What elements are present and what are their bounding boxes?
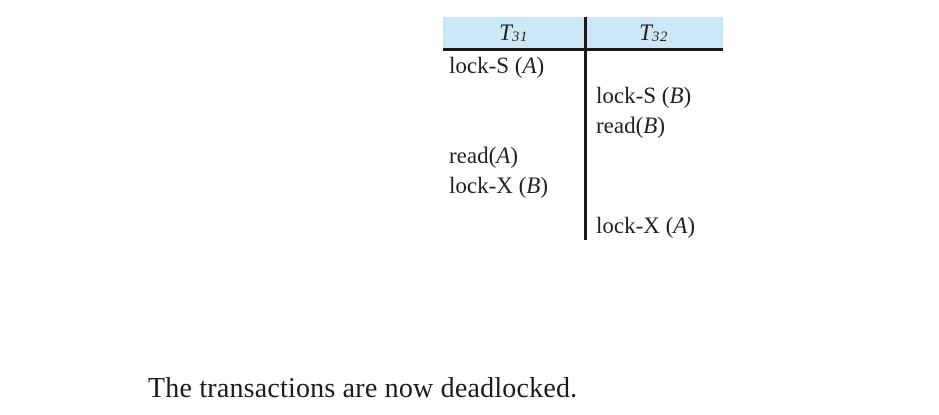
schedule-cell: lock-S (A) (443, 51, 584, 81)
operation-text: lock-X ( (449, 173, 527, 198)
data-item-variable: A (522, 53, 537, 78)
schedule-row: lock-X (B) (443, 171, 723, 201)
figure-caption: The transactions are now deadlocked. (148, 373, 578, 404)
schedule-row: lock-S (A) (443, 51, 723, 81)
data-item-variable: A (673, 213, 688, 238)
operation-text: lock-S ( (596, 83, 670, 108)
operation-text: ) (510, 143, 518, 168)
schedule-row: lock-X (A) (443, 211, 723, 241)
schedule-cell (443, 211, 584, 241)
schedule-body: lock-S (A)lock-S (B)read(B)read(A)lock-X… (443, 51, 723, 241)
operation-text: ) (536, 53, 545, 78)
schedule-row: read(B) (443, 111, 723, 141)
column-divider-line (584, 17, 587, 240)
data-item-variable: B (669, 83, 684, 108)
schedule-cell: read(B) (584, 111, 723, 141)
schedule-cell (443, 111, 584, 141)
schedule-cell: lock-X (B) (443, 171, 584, 201)
transaction-name: T (499, 19, 512, 45)
operation-text: ) (683, 83, 692, 108)
operation-text: ) (540, 173, 549, 198)
schedule-row: read(A) (443, 141, 723, 171)
data-item-variable: A (496, 143, 511, 168)
operation-text: read( (449, 143, 497, 168)
transaction-name: T (639, 19, 652, 45)
operation-text: read( (596, 113, 644, 138)
operation-text: ) (657, 113, 665, 138)
schedule-row: lock-S (B) (443, 81, 723, 111)
schedule-cell: lock-S (B) (584, 81, 723, 111)
schedule-cell (584, 171, 723, 201)
data-item-variable: B (526, 173, 541, 198)
schedule-cell (443, 81, 584, 111)
transaction-subscript: 31 (511, 29, 528, 45)
schedule-cell (584, 141, 723, 171)
schedule-cell (584, 51, 723, 81)
operation-text: ) (687, 213, 696, 238)
schedule-cell: read(A) (443, 141, 584, 171)
transaction-subscript: 32 (651, 29, 668, 45)
data-item-variable: B (643, 113, 658, 138)
operation-text: lock-S ( (449, 53, 523, 78)
schedule-cell: lock-X (A) (584, 211, 723, 241)
operation-text: lock-X ( (596, 213, 674, 238)
